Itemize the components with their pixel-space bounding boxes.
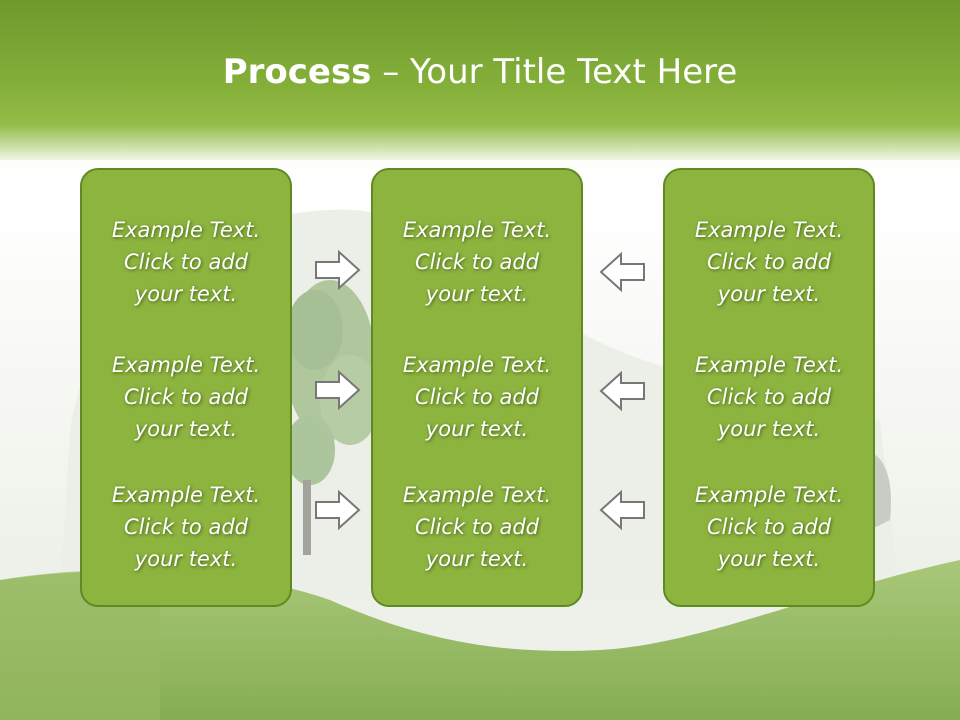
arrow-right-icon (315, 249, 361, 291)
text-line: your text. (717, 417, 821, 441)
text-line: your text. (717, 282, 821, 306)
text-line: Example Text. (111, 353, 261, 377)
arrow-left-icon (599, 370, 645, 412)
text-line: your text. (134, 282, 238, 306)
text-line: Click to add (706, 515, 831, 539)
text-line: Click to add (706, 250, 831, 274)
arrow-right-icon (315, 489, 361, 531)
arrow-right-icon (315, 369, 361, 411)
slide-title[interactable]: Process – Your Title Text Here (0, 52, 960, 92)
text-block[interactable]: Example Text. Click to add your text. (82, 214, 290, 310)
text-line: your text. (717, 547, 821, 571)
text-line: your text. (425, 417, 529, 441)
text-line: Example Text. (111, 483, 261, 507)
text-line: your text. (134, 547, 238, 571)
arrow-left-icon (599, 251, 645, 293)
text-line: your text. (425, 282, 529, 306)
panel-left[interactable]: Example Text. Click to add your text. Ex… (80, 168, 292, 607)
text-line: Example Text. (111, 218, 261, 242)
text-block[interactable]: Example Text. Click to add your text. (665, 349, 873, 445)
text-line: Click to add (414, 385, 539, 409)
text-block[interactable]: Example Text. Click to add your text. (82, 349, 290, 445)
text-line: Click to add (123, 515, 248, 539)
text-line: Click to add (123, 250, 248, 274)
text-line: your text. (425, 547, 529, 571)
title-rest-part: – Your Title Text Here (371, 52, 738, 92)
text-line: Click to add (123, 385, 248, 409)
title-bold-part: Process (222, 52, 372, 92)
panel-middle[interactable]: Example Text. Click to add your text. Ex… (371, 168, 583, 607)
text-line: Example Text. (402, 483, 552, 507)
text-line: Example Text. (694, 218, 844, 242)
text-block[interactable]: Example Text. Click to add your text. (665, 479, 873, 575)
header-band (0, 0, 960, 160)
arrow-left-icon (599, 489, 645, 531)
tree-illustration (285, 280, 380, 555)
text-line: Click to add (414, 515, 539, 539)
text-line: Example Text. (402, 218, 552, 242)
text-block[interactable]: Example Text. Click to add your text. (373, 479, 581, 575)
text-line: Example Text. (694, 353, 844, 377)
text-block[interactable]: Example Text. Click to add your text. (373, 214, 581, 310)
text-line: Click to add (706, 385, 831, 409)
text-block[interactable]: Example Text. Click to add your text. (665, 214, 873, 310)
text-line: your text. (134, 417, 238, 441)
panel-right[interactable]: Example Text. Click to add your text. Ex… (663, 168, 875, 607)
text-line: Example Text. (694, 483, 844, 507)
text-line: Click to add (414, 250, 539, 274)
text-line: Example Text. (402, 353, 552, 377)
text-block[interactable]: Example Text. Click to add your text. (373, 349, 581, 445)
grass-left (0, 570, 160, 720)
text-block[interactable]: Example Text. Click to add your text. (82, 479, 290, 575)
